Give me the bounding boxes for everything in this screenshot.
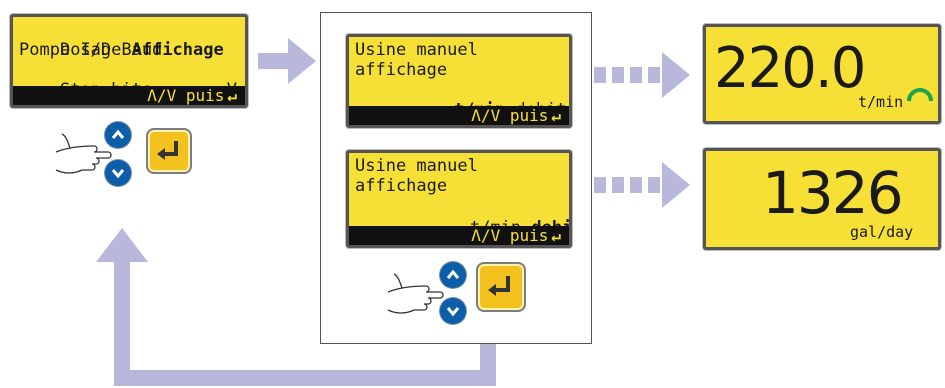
chevron-down-icon — [446, 307, 460, 317]
pointing-hand-icon — [387, 273, 444, 314]
option-hint-bar: Λ/V puis↵ — [349, 226, 569, 245]
pointing-hand-icon — [55, 133, 112, 174]
display-value: 220.0 — [714, 36, 866, 101]
menu-hint-bar: Λ/V puis↵ — [13, 86, 245, 105]
down-button[interactable] — [105, 160, 131, 186]
menu-line-1: Dosage Affichage — [59, 40, 224, 60]
menu-line-2: Pompe I/D Baud — [19, 40, 163, 60]
display-debit: 1326 gal/day — [703, 148, 941, 250]
option-line-1: Usine manuel — [355, 156, 478, 176]
chevron-up-icon — [111, 129, 125, 139]
rotation-spinner-icon — [907, 88, 933, 102]
display-value: 1326 — [762, 159, 904, 227]
display-tmin: 220.0 t/min — [703, 24, 941, 124]
enter-arrow-icon — [488, 276, 510, 296]
lcd-menu-panel: Dosage Affichage Pompe I/D Baud Stop bit… — [10, 14, 248, 108]
down-button[interactable] — [440, 298, 466, 324]
option-line-1: Usine manuel — [355, 40, 478, 60]
chevron-up-icon — [446, 269, 460, 279]
chevron-down-icon — [111, 169, 125, 179]
option-hint-bar: Λ/V puis↵ — [349, 106, 569, 125]
up-button[interactable] — [440, 262, 466, 288]
display-unit: gal/day — [850, 223, 914, 241]
dotted-arrow-top — [594, 52, 690, 98]
lcd-option-debit: Usine manuel affichage t/min debit Λ/V p… — [346, 150, 572, 248]
enter-button[interactable] — [476, 262, 526, 312]
up-button[interactable] — [105, 122, 131, 148]
enter-arrow-icon — [157, 141, 178, 160]
flow-arrow-right — [258, 38, 316, 84]
display-unit: t/min — [858, 93, 904, 111]
dotted-arrow-bottom — [594, 162, 690, 208]
option-line-2: affichage — [355, 176, 448, 196]
lcd-option-tmin: Usine manuel affichage t/min debit Λ/V p… — [346, 34, 572, 128]
enter-button[interactable] — [146, 128, 192, 174]
option-line-2: affichage — [355, 60, 448, 80]
